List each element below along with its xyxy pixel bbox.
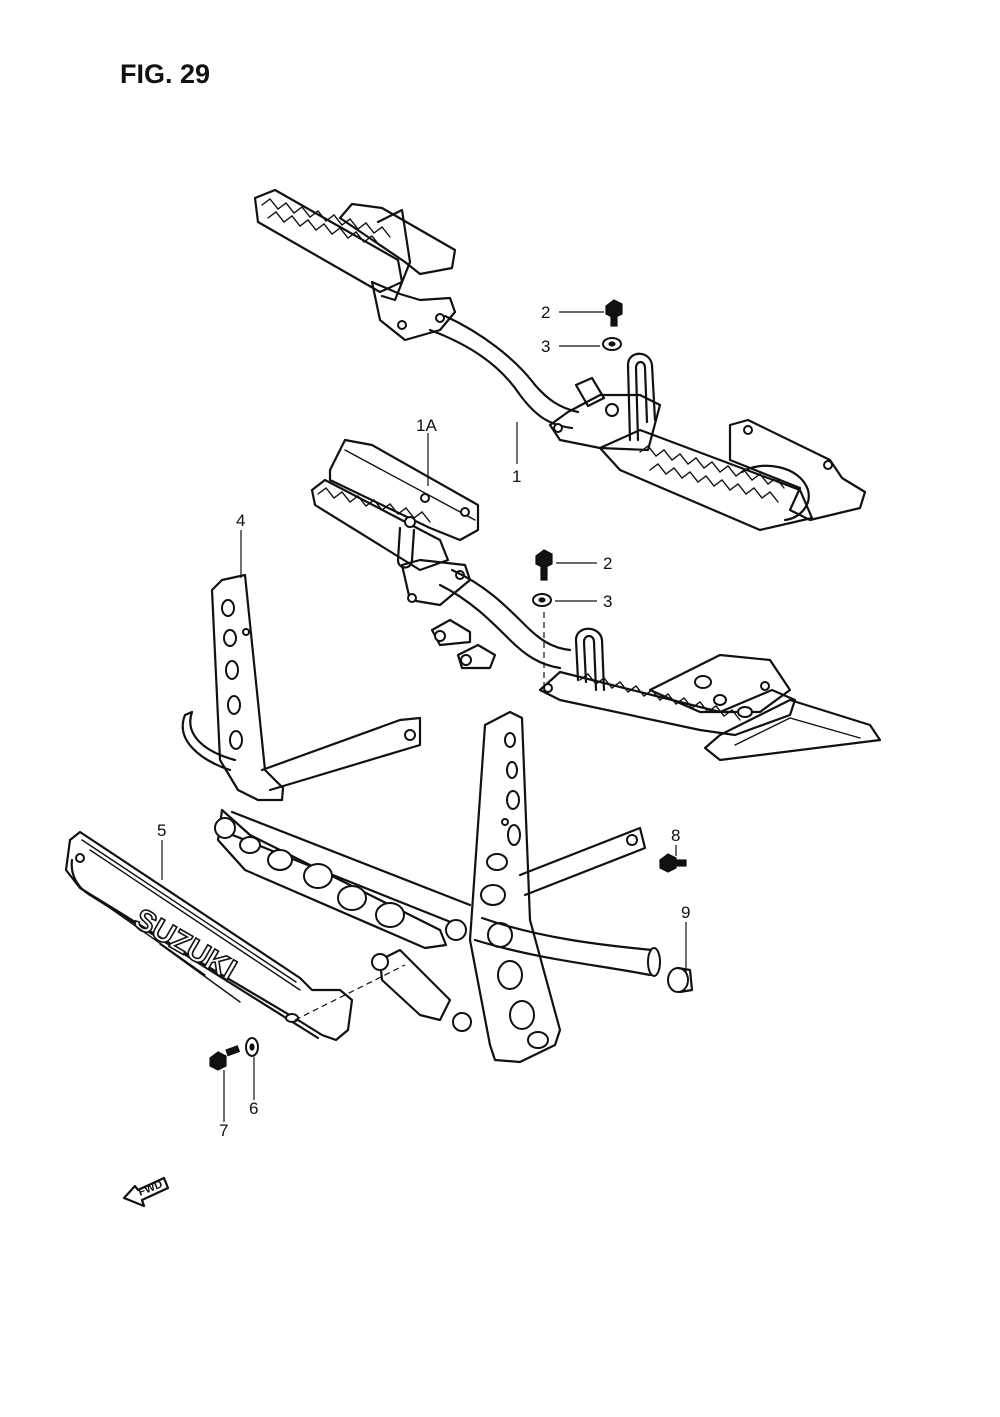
assembly-line — [294, 964, 406, 1021]
callout-7: 7 — [219, 1121, 228, 1140]
callout-4: 4 — [236, 511, 245, 530]
callout-3-upper: 3 — [541, 337, 550, 356]
callout-8: 8 — [671, 826, 680, 845]
callout-6: 6 — [249, 1099, 258, 1118]
callout-1: 1 — [512, 467, 521, 486]
part-2-bolt-lower — [535, 549, 553, 581]
callout-2-lower: 2 — [603, 554, 612, 573]
part-5-skid-plate: SUZUKI — [64, 830, 354, 1042]
callout-9: 9 — [681, 903, 690, 922]
part-7-bolt — [209, 1045, 241, 1071]
callout-1a: 1A — [416, 416, 437, 435]
suzuki-lettering: SUZUKI — [129, 902, 242, 986]
part-8-bolt — [659, 853, 687, 873]
part-1a-footrest-assembly — [310, 438, 882, 762]
figure-title: FIG. 29 — [120, 59, 210, 89]
part-9-cap — [667, 966, 694, 994]
part-1-footrest-assembly — [253, 188, 867, 532]
callout-3-lower: 3 — [603, 592, 612, 611]
callout-5: 5 — [157, 821, 166, 840]
leader-lines — [161, 311, 687, 1122]
forward-direction-arrow: FWD — [122, 1176, 170, 1208]
part-4-front-guard-frame — [181, 573, 661, 1064]
part-2-bolt-upper — [605, 299, 623, 327]
callout-2-upper: 2 — [541, 303, 550, 322]
